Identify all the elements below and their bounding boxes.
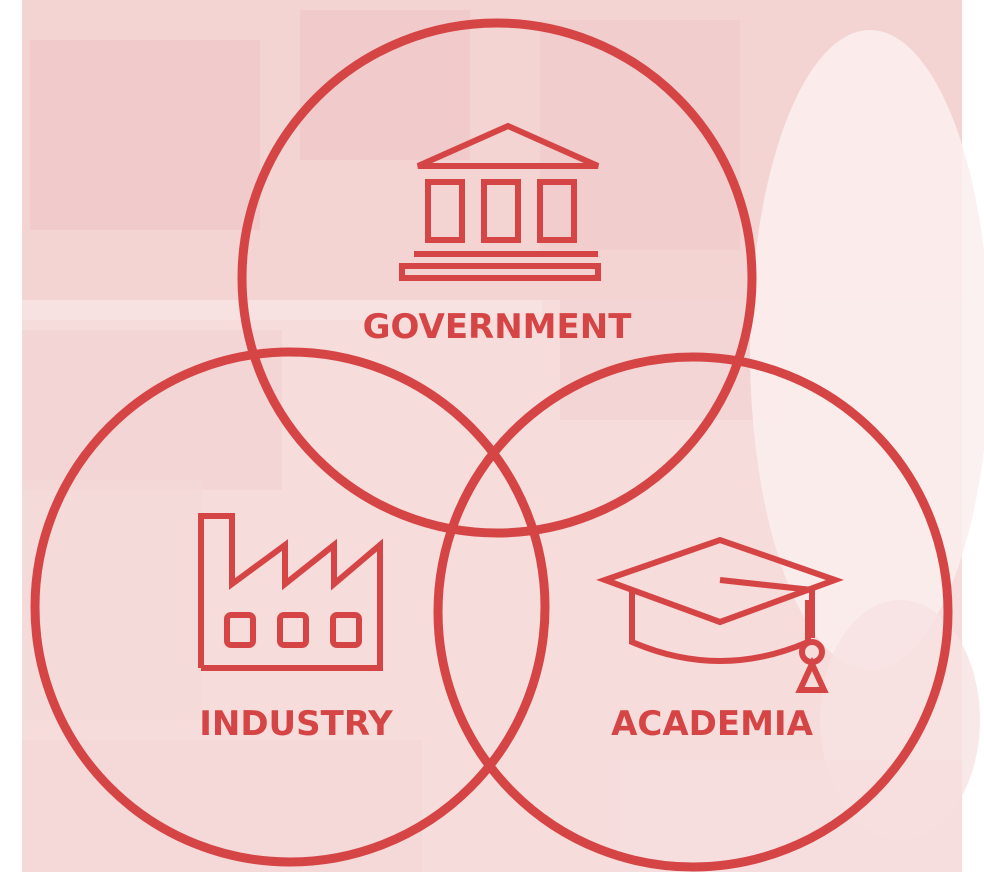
government-building-icon bbox=[399, 122, 601, 281]
government-label: GOVERNMENT bbox=[363, 307, 633, 347]
industry-label: INDUSTRY bbox=[199, 704, 393, 744]
academia-label: ACADEMIA bbox=[611, 704, 814, 744]
graduation-cap-icon bbox=[596, 536, 844, 693]
venn-circles bbox=[30, 18, 953, 872]
academia-circle bbox=[433, 352, 953, 872]
government-circle bbox=[237, 18, 757, 538]
factory-icon bbox=[198, 513, 383, 671]
industry-circle bbox=[30, 347, 550, 867]
